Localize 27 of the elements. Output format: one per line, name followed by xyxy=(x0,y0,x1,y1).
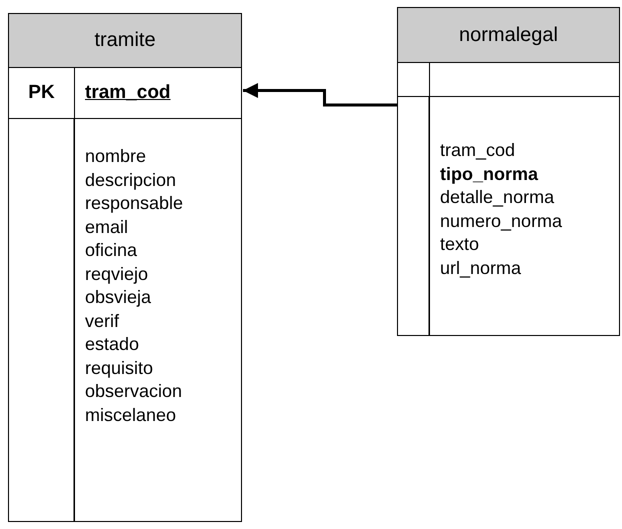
column-name: numero_norma xyxy=(440,210,562,232)
column-name: tipo_norma xyxy=(440,162,538,186)
column-name: texto xyxy=(440,233,480,256)
column-name: observacion xyxy=(85,380,182,403)
column-name: descripcion xyxy=(85,168,176,192)
relationship-arrow xyxy=(243,83,398,106)
key-label: PK xyxy=(28,81,55,105)
column-name: oficina xyxy=(85,239,138,262)
column-name: nombre xyxy=(85,145,146,168)
column-name: miscelaneo xyxy=(85,404,176,426)
column-name: tram_cod xyxy=(85,81,171,105)
column-name: tram_cod xyxy=(440,139,516,162)
column-name: url_norma xyxy=(440,256,522,280)
column-name: responsable xyxy=(85,192,184,215)
column-name: requisito xyxy=(85,356,154,380)
table-name: normalegal xyxy=(398,8,619,63)
key-row xyxy=(398,63,619,97)
column-name: verif xyxy=(85,310,120,332)
column-name: email xyxy=(85,216,128,238)
entity-table xyxy=(8,13,242,522)
entity-table xyxy=(397,7,620,336)
column-name: estado xyxy=(85,333,140,356)
column-name: reqviejo xyxy=(85,262,148,286)
table-name: tramite xyxy=(9,14,241,68)
column-name: detalle_norma xyxy=(440,186,554,209)
key-row xyxy=(9,68,241,119)
column-name: obsvieja xyxy=(85,286,152,309)
